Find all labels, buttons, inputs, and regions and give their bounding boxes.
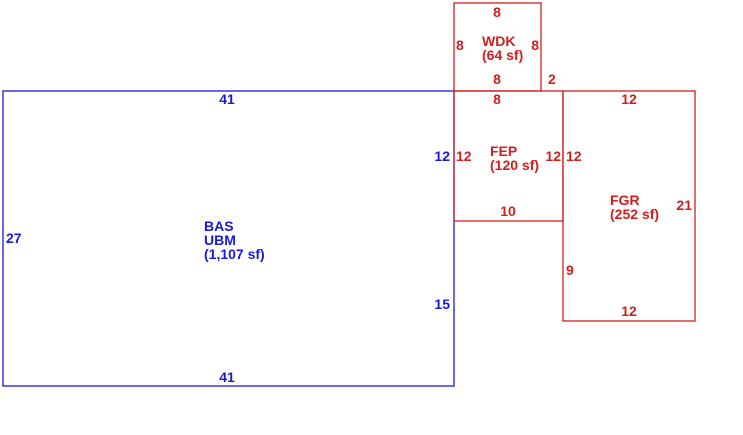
fgr-dim-left-upper: 12 [566,148,582,164]
fgr-dim-right: 21 [676,197,692,213]
wdk-dim-right: 8 [531,37,539,53]
bas-code2: UBM [204,232,236,248]
fep-dim-left: 12 [456,148,472,164]
fgr-dim-bottom: 12 [621,303,637,319]
bas-outline [2,90,455,387]
fgr-code: FGR [610,192,640,208]
bas-dim-top: 41 [219,91,235,107]
wdk-dim-top: 8 [493,4,501,20]
wdk-dim-offset: 2 [548,71,556,87]
fep-dim-right: 12 [545,148,561,164]
bas-dim-right-upper: 12 [434,148,450,164]
fgr-outline [562,90,696,322]
fep-dim-top: 8 [493,91,501,107]
bas-area: (1,107 sf) [204,246,265,262]
fep-dim-bottom: 10 [500,203,516,219]
fgr-dim-top: 12 [621,91,637,107]
fgr-area: (252 sf) [610,206,659,222]
wdk-area: (64 sf) [482,47,523,63]
fep-area: (120 sf) [490,157,539,173]
fgr-dim-left-lower: 9 [566,262,574,278]
bas-dim-bottom: 41 [219,369,235,385]
wdk-dim-bottom: 8 [493,71,501,87]
bas-dim-left: 27 [6,230,22,246]
wdk-dim-left: 8 [456,37,464,53]
bas-code: BAS [204,218,234,234]
wdk-code: WDK [482,33,515,49]
bas-dim-right-lower: 15 [434,296,450,312]
fep-code: FEP [490,143,517,159]
